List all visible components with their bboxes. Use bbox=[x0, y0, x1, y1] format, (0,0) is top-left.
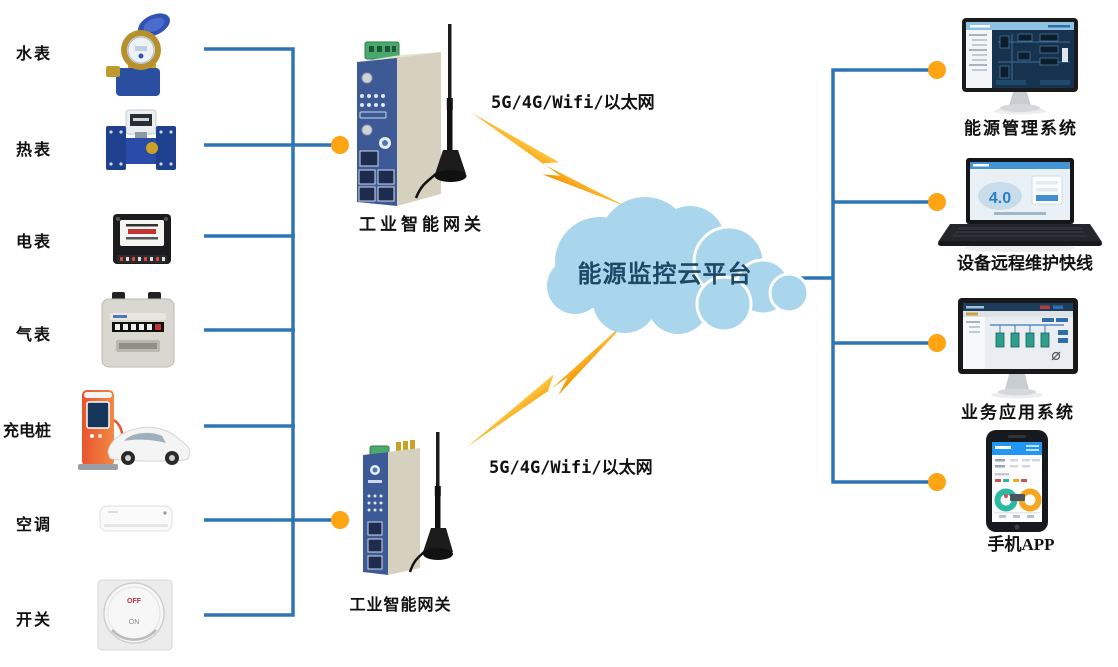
label-charging-pile: 充电桩 bbox=[3, 423, 52, 440]
label-business-system: 业务应用系统 bbox=[961, 403, 1075, 422]
node-gateway-top bbox=[331, 136, 349, 154]
gateway-bottom-antenna bbox=[408, 432, 453, 573]
node-business-system bbox=[928, 334, 946, 352]
switch-image: OFF ON bbox=[97, 579, 173, 651]
label-heat-meter: 热表 bbox=[16, 142, 53, 159]
gateway-top-image bbox=[357, 24, 467, 206]
node-remote-maintenance bbox=[928, 193, 946, 211]
heat-meter-image bbox=[106, 109, 176, 170]
label-switch: 开关 bbox=[16, 612, 53, 629]
node-gateway-bottom bbox=[331, 511, 349, 529]
label-electricity-meter: 电表 bbox=[16, 234, 53, 251]
lightning-bolt-bottom bbox=[467, 317, 631, 447]
label-gateway-bottom: 工业智能网关 bbox=[349, 597, 452, 614]
label-gateway-top: 工业智能网关 bbox=[359, 215, 485, 234]
business-system-monitor-image bbox=[958, 298, 1078, 399]
right-bus-lines bbox=[801, 68, 929, 484]
label-air-conditioner: 空调 bbox=[16, 517, 53, 534]
label-cloud-platform: 能源监控云平台 bbox=[577, 262, 753, 288]
charging-pile-image bbox=[78, 390, 191, 470]
label-energy-system: 能源管理系统 bbox=[964, 119, 1078, 138]
label-link-bottom: 5G/4G/Wifi/以太网 bbox=[489, 458, 653, 478]
mobile-app-phone-image bbox=[986, 430, 1048, 532]
label-mobile-app: 手机APP bbox=[987, 535, 1055, 554]
laptop-40-text: 4.0 bbox=[989, 190, 1011, 207]
label-gas-meter: 气表 bbox=[16, 327, 53, 344]
label-link-top: 5G/4G/Wifi/以太网 bbox=[491, 93, 655, 113]
switch-off-text: OFF bbox=[127, 598, 142, 605]
connection-nodes bbox=[331, 61, 946, 529]
electricity-meter-image bbox=[113, 214, 171, 264]
left-bus-lines bbox=[204, 47, 333, 617]
node-mobile-app bbox=[928, 473, 946, 491]
label-remote-maintenance: 设备远程维护快线 bbox=[957, 254, 1093, 273]
gas-meter-image bbox=[101, 292, 175, 368]
gateway-top-antenna bbox=[414, 24, 467, 199]
water-meter-image bbox=[106, 13, 170, 96]
gateway-bottom-image bbox=[363, 432, 453, 575]
label-water-meter: 水表 bbox=[16, 46, 53, 63]
air-conditioner-image bbox=[99, 505, 173, 532]
cloud-shape bbox=[547, 197, 810, 334]
node-energy-system bbox=[928, 61, 946, 79]
switch-on-text: ON bbox=[129, 619, 140, 626]
energy-system-monitor-image bbox=[962, 18, 1078, 115]
remote-maintenance-laptop-image: 4.0 bbox=[938, 158, 1102, 252]
lightning-bolt-top bbox=[472, 113, 627, 207]
